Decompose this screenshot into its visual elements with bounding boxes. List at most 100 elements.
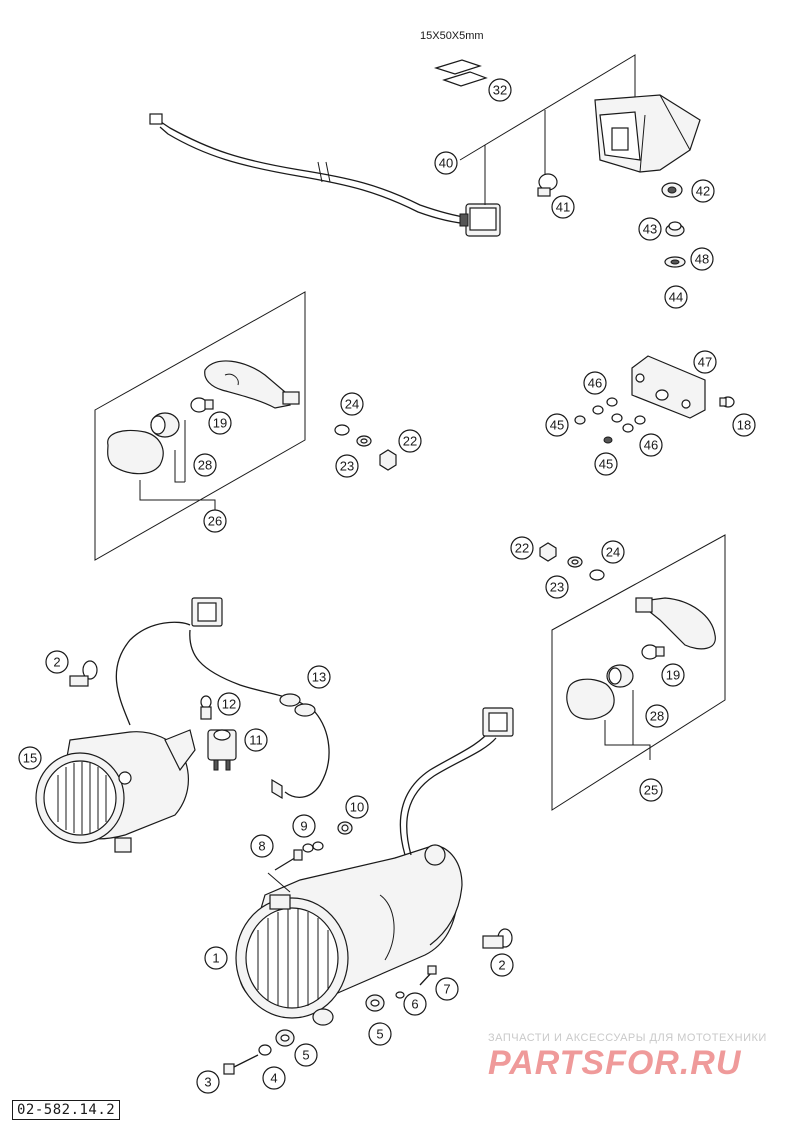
callout-number: 12 [222,697,236,712]
callout-number: 47 [698,355,712,370]
watermark-tagline: ЗАПЧАСТИ И АКСЕССУАРЫ ДЛЯ МОТОТЕХНИКИ [488,1032,767,1044]
washer-23-upper [356,435,372,447]
callout-15: 15 [18,746,42,770]
callout-number: 5 [376,1027,383,1042]
callout-28: 28 [645,704,669,728]
callout-number: 4 [270,1071,277,1086]
callout-number: 9 [300,819,307,834]
headlight-1 [235,844,463,1026]
callout-42: 42 [691,179,715,203]
rubber-pads-32 [433,59,488,87]
screw-7 [419,965,437,986]
callout-number: 6 [411,997,418,1012]
callout-number: 13 [312,670,326,685]
callout-number: 42 [696,184,710,199]
callout-28: 28 [193,453,217,477]
washer-6 [395,991,405,999]
nut-42 [661,182,683,198]
callout-3: 3 [196,1070,220,1094]
callout-number: 32 [493,83,507,98]
callout-40: 40 [434,151,458,175]
callout-number: 28 [650,709,664,724]
indicator-frame-26 [94,291,306,561]
callout-number: 45 [550,418,564,433]
callout-22: 22 [510,536,534,560]
callout-number: 19 [666,668,680,683]
callout-47: 47 [693,350,717,374]
leader-26-group [139,420,216,515]
connector-harness-main [399,707,514,856]
callout-4: 4 [262,1066,286,1090]
indicator-frame-25 [551,534,726,811]
callout-number: 19 [213,416,227,431]
callout-2: 2 [490,953,514,977]
callout-22: 22 [398,429,422,453]
washer-24-upper [334,424,350,436]
bulb-19-left [190,397,214,413]
callout-number: 1 [212,951,219,966]
callout-10: 10 [345,795,369,819]
callout-number: 24 [606,545,620,560]
callout-number: 46 [644,438,658,453]
callout-9: 9 [292,814,316,838]
washer-9 [302,841,324,853]
callout-number: 22 [515,541,529,556]
callout-44: 44 [664,285,688,309]
callout-11: 11 [244,728,268,752]
drawing-code: 02-582.14.2 [12,1100,121,1120]
callout-number: 10 [350,800,364,815]
lens-right [566,678,615,720]
callout-number: 2 [498,958,505,973]
leader-8 [267,872,291,893]
callout-number: 3 [204,1075,211,1090]
callout-12: 12 [217,692,241,716]
callout-number: 46 [588,376,602,391]
bulb-12 [200,695,212,720]
callout-45: 45 [594,452,618,476]
callout-number: 25 [644,783,658,798]
callout-18: 18 [732,413,756,437]
callout-number: 28 [198,458,212,473]
bushing-10 [337,821,353,835]
callout-number: 43 [643,222,657,237]
callout-26: 26 [203,509,227,533]
callout-number: 40 [439,156,453,171]
callout-number: 7 [443,982,450,997]
dimension-note: 15X50X5mm [420,30,484,42]
washer-43 [665,221,685,237]
callout-19: 19 [661,663,685,687]
callout-45: 45 [545,413,569,437]
socket-11 [207,729,237,771]
license-light-47 [631,355,706,419]
callout-7: 7 [435,977,459,1001]
callout-13: 13 [307,665,331,689]
callout-number: 45 [599,457,613,472]
nut-22-lower [539,542,557,562]
callout-19: 19 [208,411,232,435]
callout-23: 23 [545,575,569,599]
callout-number: 22 [403,434,417,449]
callout-number: 23 [340,459,354,474]
washer-48 [664,256,686,268]
callout-23: 23 [335,454,359,478]
leader-40 [459,54,636,205]
washer-set-45-46 [574,397,646,444]
washer-24-lower [589,569,605,581]
nut-22-upper [379,449,397,471]
screw-3 [223,1054,259,1075]
reflector-28-left [150,412,180,438]
callout-24: 24 [601,540,625,564]
callout-number: 23 [550,580,564,595]
callout-5: 5 [368,1022,392,1046]
bulb-19-right [641,644,665,660]
callout-number: 44 [669,290,683,305]
callout-43: 43 [638,217,662,241]
wiring-harness-40 [149,113,501,237]
callout-2: 2 [45,650,69,674]
callout-41: 41 [551,195,575,219]
callout-number: 15 [23,751,37,766]
callout-46: 46 [583,371,607,395]
callout-1: 1 [204,946,228,970]
